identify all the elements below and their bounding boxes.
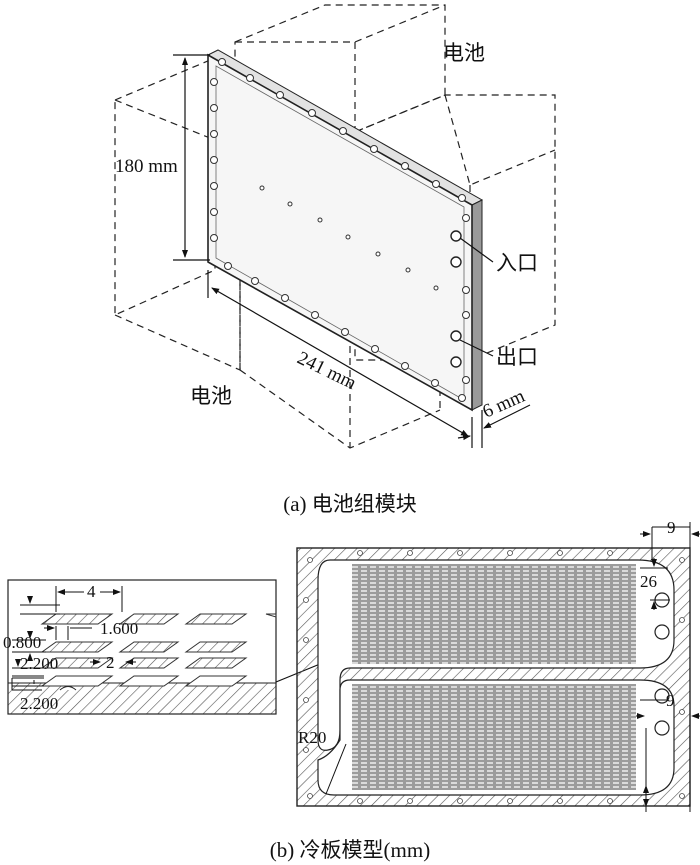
thickness-dimension — [457, 404, 531, 448]
battery-top-label: 电池 — [443, 41, 485, 65]
battery-module-view: 180 mm 241 mm 6 mm 入口 出口 电池 电池 — [114, 4, 556, 449]
upper-channels — [352, 564, 636, 664]
plate-dimensions — [325, 522, 700, 812]
battery-left-label: 电池 — [190, 384, 232, 408]
detail-dim-2200-a: 2.200 — [20, 654, 58, 673]
channel-fins — [40, 613, 277, 687]
thickness-label: 6 mm — [479, 385, 528, 422]
outlet-label: 出口 — [496, 345, 538, 369]
plate-bolt-holes — [303, 550, 685, 804]
detail-dim-2200-b: 2.200 — [20, 694, 58, 713]
port-offset-top-label: 9 — [667, 518, 676, 537]
battery-box-top — [234, 4, 446, 133]
caption-b: (b) 冷板模型(mm) — [269, 838, 431, 862]
cooling-plate-3d — [206, 49, 484, 412]
channel-detail-view: 4 1.600 0.800 2.200 2 2.200 — [3, 579, 277, 715]
length-dimension — [207, 270, 473, 448]
channel-stripes — [352, 566, 636, 788]
height-label: 180 mm — [115, 156, 178, 177]
port-leaders — [459, 237, 494, 357]
port-spacing-label: 26 — [640, 572, 657, 591]
detail-dimensions — [11, 586, 136, 691]
radius-label: R20 — [298, 728, 326, 747]
cooling-plate-top-view — [296, 547, 691, 807]
inlet-label: 入口 — [496, 251, 538, 275]
detail-dim-0800: 0.800 — [3, 633, 41, 652]
caption-a: (a) 电池组模块 — [283, 492, 417, 516]
lower-channels — [352, 684, 636, 790]
height-dimension — [173, 54, 210, 261]
port-offset-bottom-label: 9 — [666, 691, 675, 710]
detail-dim-1600: 1.600 — [100, 619, 138, 638]
detail-dim-4: 4 — [87, 582, 96, 601]
detail-dim-2: 2 — [106, 653, 115, 672]
